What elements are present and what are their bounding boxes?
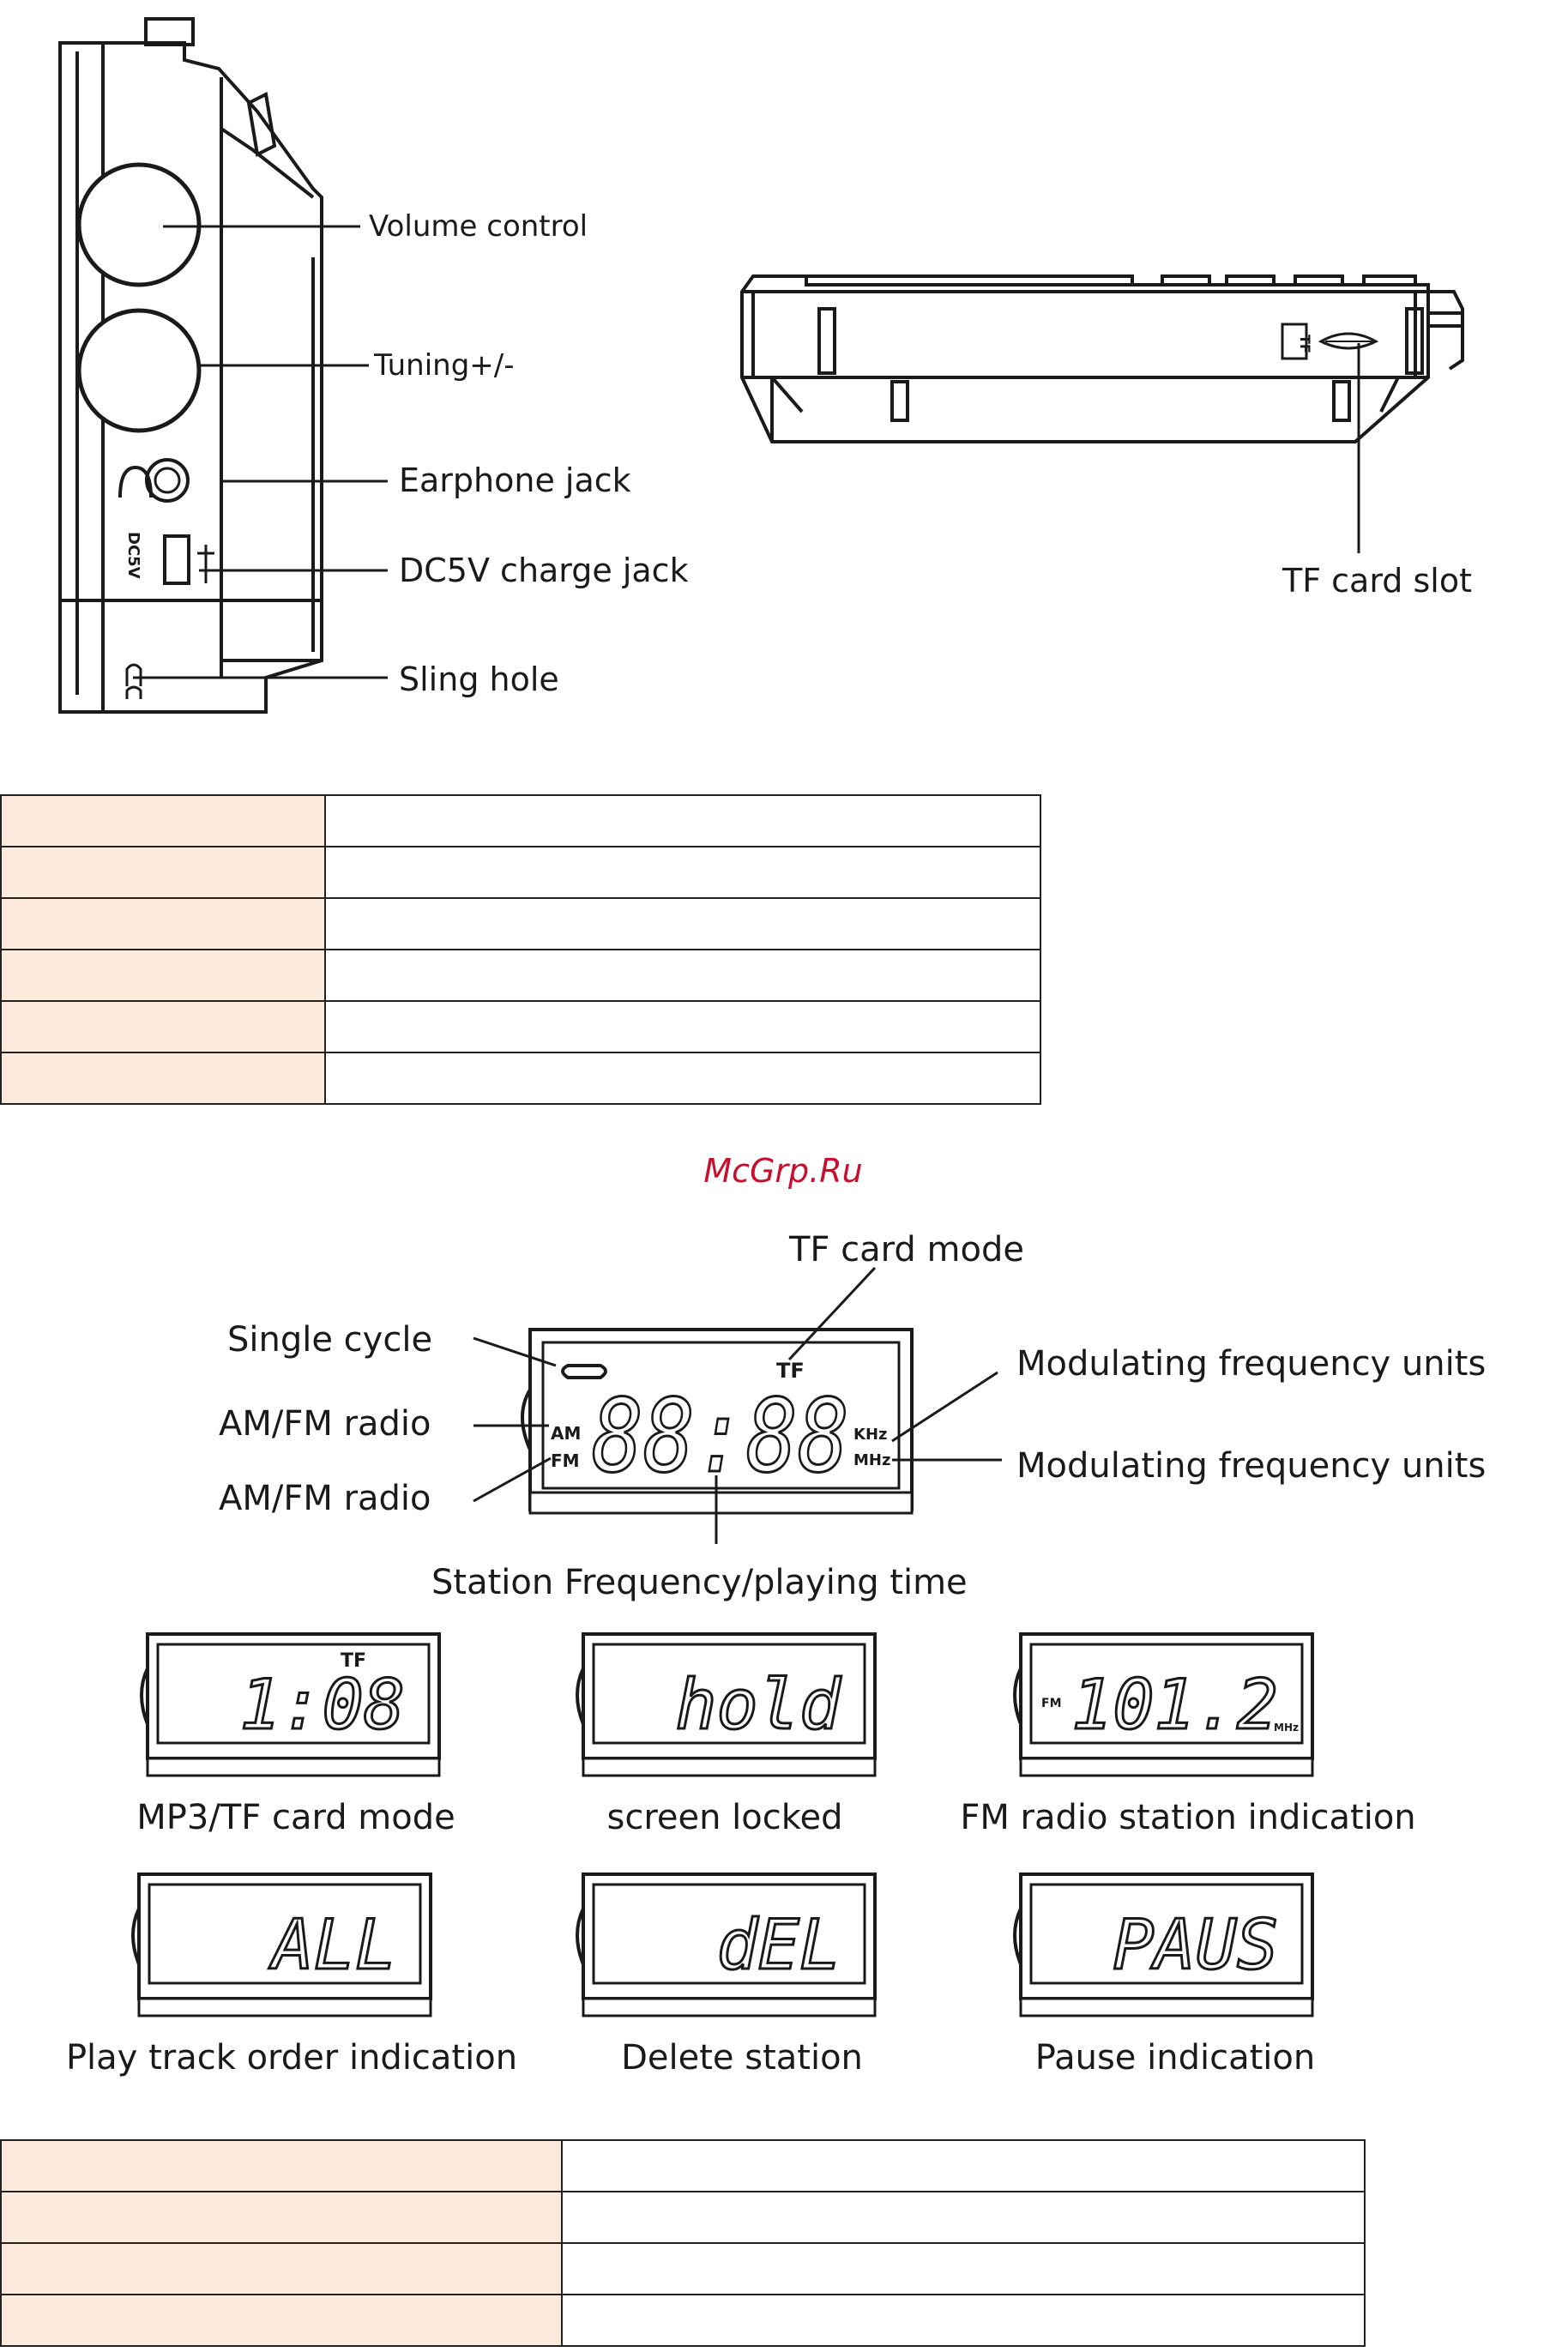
lcd-example: PAUS Pause indication — [1013, 1873, 1315, 2078]
lcd-example-base — [582, 1757, 877, 1777]
lcd-example-screen — [1029, 1643, 1304, 1745]
table1-value-cell — [324, 897, 1041, 950]
table2-value-cell — [561, 2191, 1366, 2244]
lcd-example: hold screen locked — [576, 1632, 877, 1837]
lcd-digits: 88:88 — [592, 1377, 849, 1495]
lcd-example-caption: Pause indication — [1035, 2038, 1315, 2078]
lcd-example-screen — [148, 1883, 422, 1985]
single-cycle-icon — [561, 1364, 607, 1379]
table1-value-cell — [324, 1000, 1041, 1053]
table1-key-cell — [0, 794, 326, 847]
lcd-leader-lines — [473, 1266, 1002, 1544]
radio-bottom-view — [740, 274, 1464, 443]
lcd-example-knob — [576, 1908, 585, 1965]
table2-value-cell — [561, 2294, 1366, 2347]
label-station-frequency: Station Frequency/playing time — [431, 1563, 968, 1602]
lcd-example-knob — [131, 1908, 141, 1965]
label-volume-control: Volume control — [369, 209, 588, 244]
lcd-example-screen — [1029, 1883, 1304, 1985]
table1-key-cell — [0, 846, 326, 899]
label-tf-card-slot: TF card slot — [1282, 562, 1472, 600]
table1-value-cell — [324, 846, 1041, 899]
label-sling-hole: Sling hole — [399, 660, 559, 698]
lcd-example-base — [582, 1997, 877, 2017]
lcd-example-display: PAUS — [1113, 1905, 1278, 1985]
lcd-example-unit: MHz — [1274, 1722, 1299, 1734]
lcd-example-caption: screen locked — [607, 1798, 843, 1837]
tf-badge — [1281, 323, 1308, 360]
lcd-example-display: 1:08 — [239, 1665, 405, 1745]
table2-value-cell — [561, 2242, 1366, 2295]
tuning-knob — [76, 308, 202, 433]
lcd-example-display: ALL — [268, 1905, 397, 1985]
table2-key-cell — [0, 2139, 563, 2192]
table1-value-cell — [324, 949, 1041, 1002]
lcd-example-caption: MP3/TF card mode — [136, 1798, 455, 1837]
tf-marking: TF — [1297, 335, 1313, 353]
lcd-main: TF AM FM KHz MHz 88:88 — [521, 1328, 914, 1515]
table2-value-cell — [561, 2139, 1366, 2192]
side-leader-lines — [133, 225, 388, 679]
label-dc5v-charge-jack: DC5V charge jack — [399, 552, 689, 589]
usb-icon — [197, 545, 214, 583]
earphone-jack — [145, 458, 190, 503]
label-tf-card-mode: TF card mode — [788, 1230, 1024, 1269]
table2-key-cell — [0, 2242, 563, 2295]
table2-key-cell — [0, 2191, 563, 2244]
lcd-example-knob — [140, 1668, 149, 1725]
sling-hole — [125, 663, 142, 699]
label-earphone-jack: Earphone jack — [399, 461, 631, 499]
table1-key-cell — [0, 1000, 326, 1053]
lcd-example-screen — [592, 1883, 866, 1985]
label-am-fm-radio-1: AM/FM radio — [219, 1404, 431, 1444]
lcd-example: 101.2 FM MHz FM radio station indication — [960, 1632, 1416, 1837]
lcd-example: dEL Delete station — [576, 1873, 877, 2078]
table1-key-cell — [0, 1052, 326, 1105]
lcd-am-indicator: AM — [551, 1423, 581, 1444]
lcd-example-caption: Play track order indication — [66, 2038, 517, 2078]
volume-knob — [76, 162, 202, 287]
dc5v-marking: DC5V — [124, 532, 142, 579]
lcd-example-badge: TF — [341, 1650, 366, 1672]
lcd-example-knob — [1013, 1908, 1022, 1965]
earphone-jack-inner — [154, 467, 181, 494]
label-tuning: Tuning+/- — [373, 348, 515, 383]
lcd-example-knob — [1013, 1668, 1022, 1725]
lcd-example-badge: FM — [1041, 1697, 1062, 1710]
headphone-icon — [118, 465, 153, 498]
lcd-example-display: 101.2 — [1071, 1665, 1278, 1745]
lcd-khz-indicator: KHz — [853, 1426, 888, 1444]
lcd-example-display: hold — [675, 1665, 841, 1745]
table1-value-cell — [324, 794, 1041, 847]
lcd-fm-indicator: FM — [551, 1450, 580, 1471]
lcd-example: ALL Play track order indication — [66, 1873, 517, 2078]
label-am-fm-radio-2: AM/FM radio — [219, 1479, 431, 1518]
spec-table-2 — [0, 2139, 1366, 2347]
lcd-example-caption: FM radio station indication — [960, 1798, 1415, 1837]
lcd-example-screen — [156, 1643, 431, 1745]
label-modulating-units-1: Modulating frequency units — [1016, 1344, 1486, 1384]
label-single-cycle: Single cycle — [227, 1320, 432, 1360]
table1-key-cell — [0, 949, 326, 1002]
lcd-example-base — [1019, 1757, 1314, 1777]
lcd-example-base — [1019, 1997, 1314, 2017]
lcd-example-base — [146, 1757, 441, 1777]
spec-table-1 — [0, 794, 1041, 1105]
lcd-example-caption: Delete station — [621, 2038, 863, 2078]
table2-key-cell — [0, 2294, 563, 2347]
label-modulating-units-2: Modulating frequency units — [1016, 1446, 1486, 1486]
table1-value-cell — [324, 1052, 1041, 1105]
lcd-example-screen — [592, 1643, 866, 1745]
lcd-tf-indicator: TF — [776, 1359, 805, 1383]
watermark: McGrp.Ru — [703, 1152, 862, 1190]
dc5v-jack — [163, 534, 190, 585]
lcd-example-display: dEL — [717, 1905, 841, 1985]
table1-key-cell — [0, 897, 326, 950]
lcd-example-base — [137, 1997, 432, 2017]
lcd-mhz-indicator: MHz — [853, 1451, 890, 1469]
lcd-example-knob — [576, 1668, 585, 1725]
